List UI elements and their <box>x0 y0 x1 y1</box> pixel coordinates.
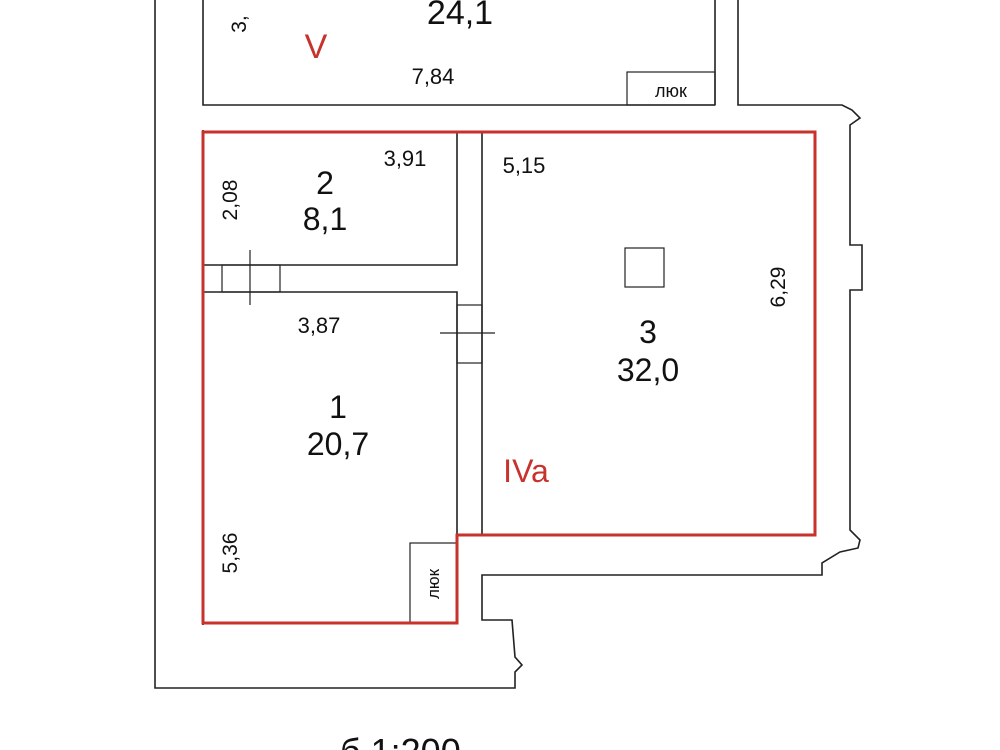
room-3-dim-top: 5,15 <box>503 153 546 178</box>
room-v-label: V <box>305 28 328 66</box>
room-1-number: 1 <box>329 389 347 425</box>
room-v-dim-left: 3, <box>228 15 251 33</box>
partition-2-3 <box>203 132 458 266</box>
room-2-dim-left: 2,08 <box>219 180 242 221</box>
room-v-bottom-wall <box>202 0 715 106</box>
room-1-area: 20,7 <box>307 426 369 462</box>
scale-label: б 1:200 <box>340 731 461 750</box>
partition-1-3 <box>203 291 458 535</box>
room-3-area: 32,0 <box>617 352 679 388</box>
room-1-dim-top: 3,87 <box>298 313 341 338</box>
room-2-number: 2 <box>316 165 334 201</box>
building-walls <box>154 0 863 689</box>
room-1-hatch-label: люк <box>424 568 443 599</box>
column-room-3 <box>624 247 665 288</box>
left-exterior-wall <box>154 0 863 689</box>
room-3-dim-right: 6,29 <box>767 267 790 308</box>
zone-label: IVa <box>503 453 549 489</box>
room-1-dim-left: 5,36 <box>219 533 242 574</box>
room-v-area: 24,1 <box>427 0 493 32</box>
zone-outline <box>201 130 817 625</box>
room-v-hatch-label: люк <box>655 81 687 101</box>
door-symbol-1-3 <box>456 304 483 364</box>
room-3-number: 3 <box>639 314 657 350</box>
room-2-dim-top: 3,91 <box>384 146 427 171</box>
hatch-box-v <box>626 71 716 106</box>
door-symbol-1-2 <box>221 264 281 293</box>
room-v-dim-bottom: 7,84 <box>412 64 455 89</box>
room-2-area: 8,1 <box>303 201 347 237</box>
